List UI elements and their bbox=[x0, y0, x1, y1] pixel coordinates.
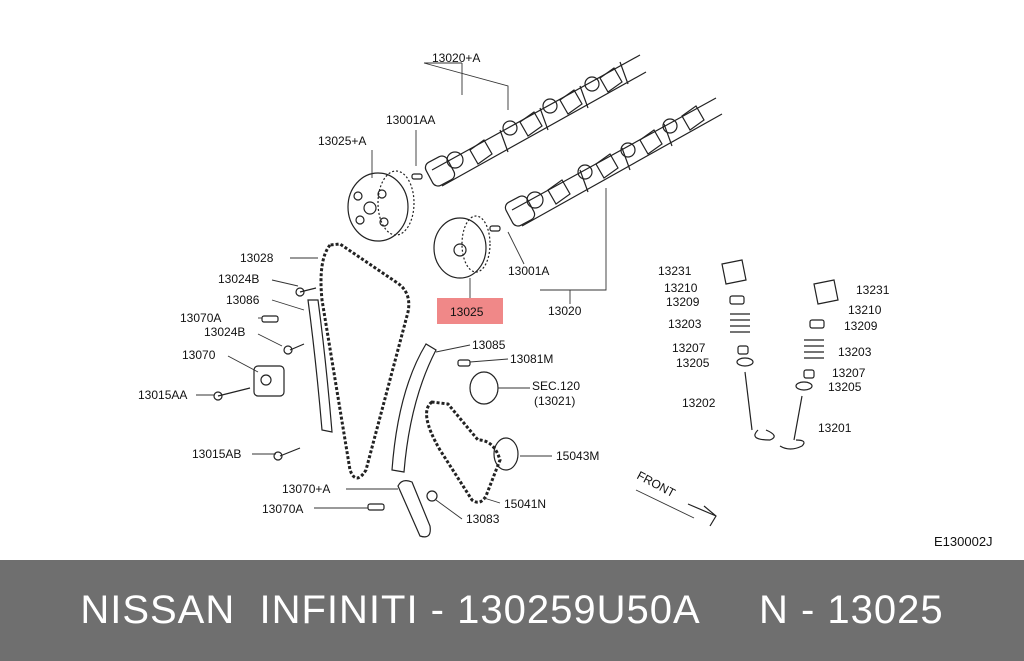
label-13001A: 13001A bbox=[508, 264, 549, 278]
bolts bbox=[213, 287, 317, 461]
label-13209-right: 13209 bbox=[844, 319, 878, 333]
diagram-code: E130002J bbox=[934, 534, 993, 549]
label-13025: 13025 bbox=[450, 305, 484, 319]
upper-camshaft bbox=[424, 54, 647, 187]
label-13202: 13202 bbox=[682, 396, 716, 410]
oil-pump-chain bbox=[425, 400, 502, 504]
label-13070plusA: 13070+A bbox=[282, 482, 330, 496]
label-13086: 13086 bbox=[226, 293, 260, 307]
label-13028: 13028 bbox=[240, 251, 274, 265]
label-13015AA: 13015AA bbox=[138, 388, 187, 402]
highlight-13025 bbox=[437, 298, 503, 324]
label-13025A: 13025+A bbox=[318, 134, 366, 148]
label-13210-right: 13210 bbox=[848, 303, 882, 317]
lower-camshaft bbox=[504, 97, 723, 227]
front-arrow-icon bbox=[687, 503, 717, 527]
label-13001AA: 13001AA bbox=[386, 113, 435, 127]
label-13024B-upper: 13024B bbox=[218, 272, 259, 286]
label-13231-left: 13231 bbox=[658, 264, 692, 278]
label-13021: (13021) bbox=[534, 394, 575, 408]
part-labels: 13020+A 13001AA 13025+A 13028 13024B 130… bbox=[138, 51, 993, 549]
label-13207-right: 13207 bbox=[832, 366, 866, 380]
label-13209-left: 13209 bbox=[666, 295, 700, 309]
label-sec120: SEC.120 bbox=[532, 379, 580, 393]
lower-tensioner bbox=[397, 480, 431, 538]
label-13085: 13085 bbox=[472, 338, 506, 352]
crank-sprocket bbox=[469, 371, 499, 405]
label-15043M: 15043M bbox=[556, 449, 599, 463]
label-13203-left: 13203 bbox=[668, 317, 702, 331]
label-13201: 13201 bbox=[818, 421, 852, 435]
footer-title: NISSAN INFINITI - 130259U50A N - 13025 bbox=[80, 588, 944, 632]
label-13203-right: 13203 bbox=[838, 345, 872, 359]
dowel-13070A-upper bbox=[261, 315, 279, 323]
label-13210-left: 13210 bbox=[664, 281, 698, 295]
chain-guide-right bbox=[391, 343, 437, 473]
dowel-13070A-lower bbox=[367, 503, 385, 511]
valve-assembly-right bbox=[779, 279, 839, 450]
valve-assembly-left bbox=[721, 259, 775, 441]
label-13070A-upper: 13070A bbox=[180, 311, 221, 325]
nut-13083 bbox=[426, 490, 438, 502]
timing-chain-diagram: 13020+A 13001AA 13025+A 13028 13024B 130… bbox=[138, 51, 993, 549]
pin-13081M bbox=[457, 359, 471, 367]
label-13070: 13070 bbox=[182, 348, 216, 362]
label-13083: 13083 bbox=[466, 512, 500, 526]
oil-pump-sprocket bbox=[493, 437, 519, 471]
label-13207-left: 13207 bbox=[672, 341, 706, 355]
exhaust-sprocket bbox=[433, 215, 491, 279]
label-13070A-lower: 13070A bbox=[262, 502, 303, 516]
front-label: FRONT bbox=[635, 468, 679, 500]
footer-bar: NISSAN INFINITI - 130259U50A N - 13025 bbox=[0, 560, 1024, 661]
pin-13001A bbox=[489, 225, 501, 232]
label-13205-left: 13205 bbox=[676, 356, 710, 370]
chain-guide-left bbox=[307, 299, 333, 433]
chain-tensioner bbox=[253, 365, 285, 397]
intake-sprocket bbox=[347, 170, 415, 242]
timing-chain bbox=[319, 242, 411, 480]
label-13231-right: 13231 bbox=[856, 283, 890, 297]
label-13015AB: 13015AB bbox=[192, 447, 241, 461]
label-13081M: 13081M bbox=[510, 352, 553, 366]
label-13024B-lower: 13024B bbox=[204, 325, 245, 339]
label-13020A: 13020+A bbox=[432, 51, 480, 65]
label-15041N: 15041N bbox=[504, 497, 546, 511]
label-13020: 13020 bbox=[548, 304, 582, 318]
label-13205-right: 13205 bbox=[828, 380, 862, 394]
pin-13001AA bbox=[411, 173, 423, 180]
